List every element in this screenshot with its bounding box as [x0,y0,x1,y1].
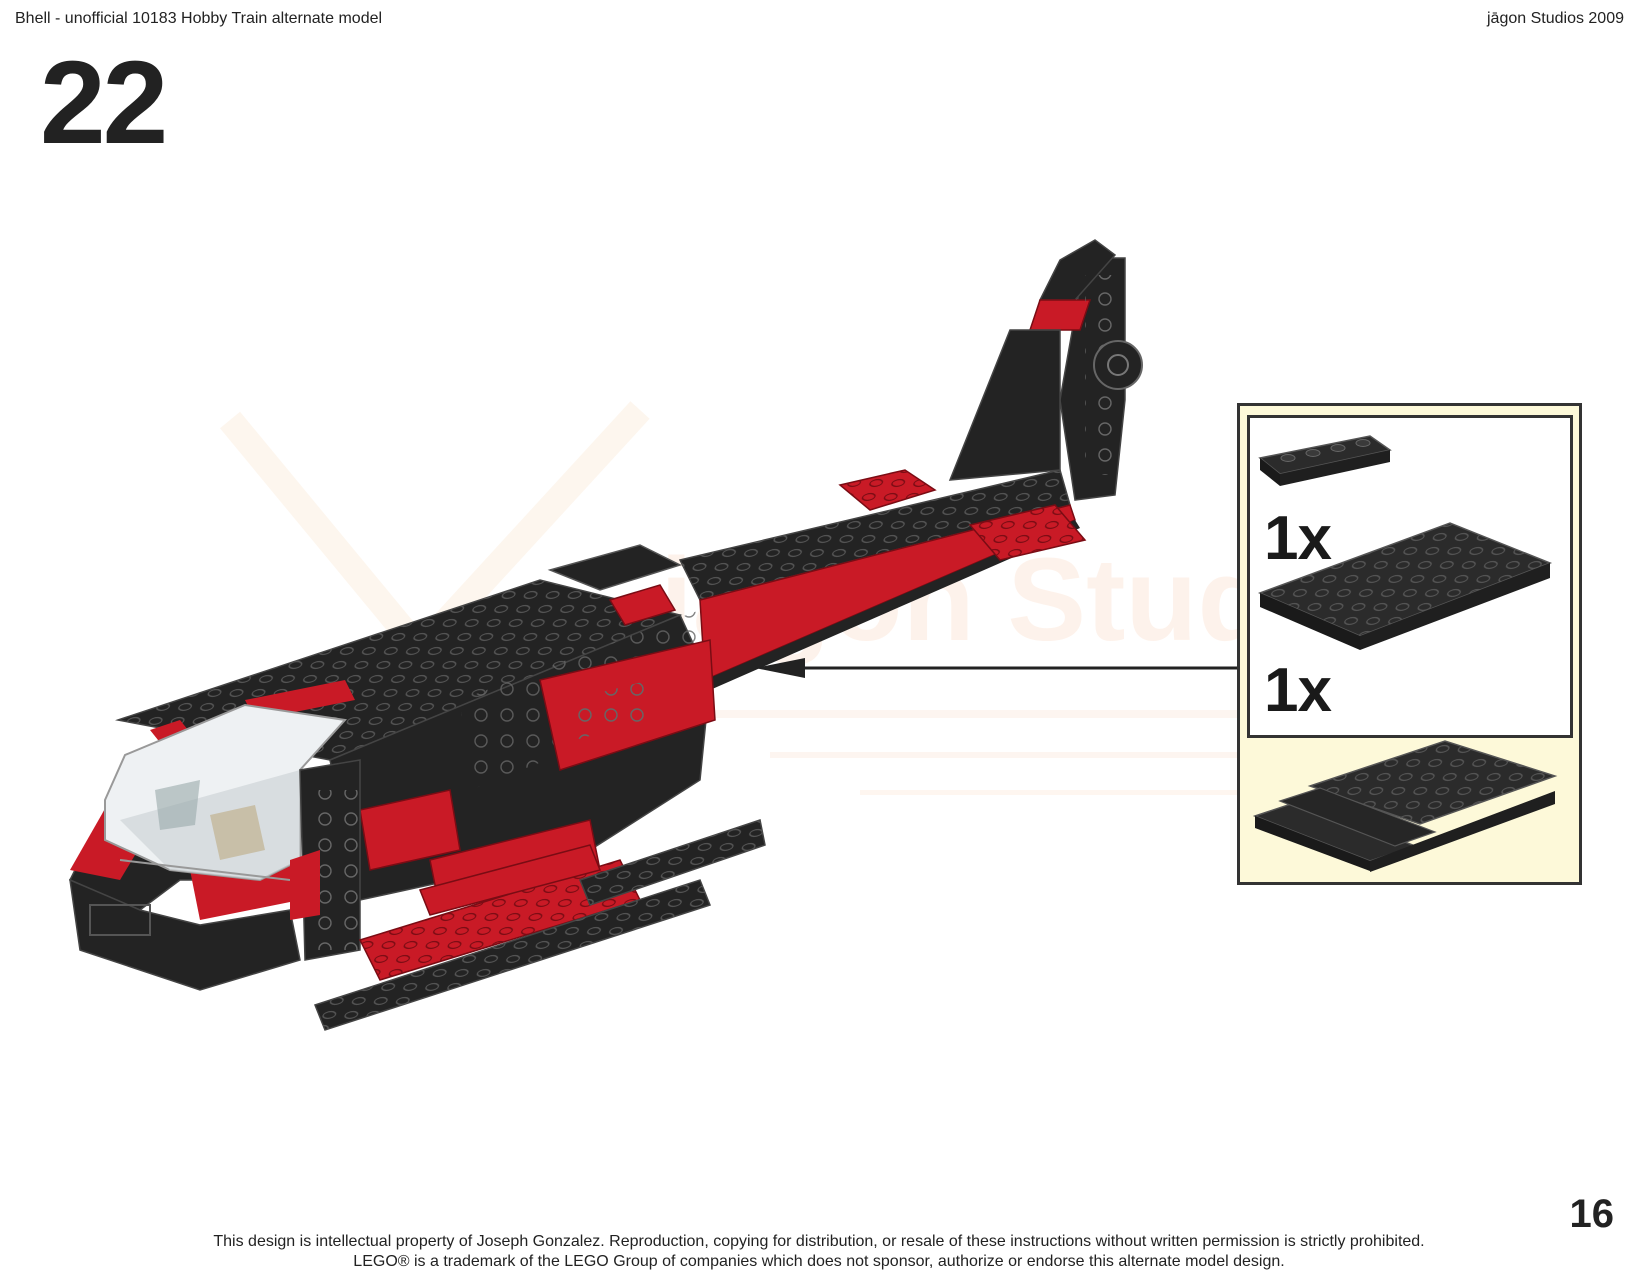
part-quantity: 1x [1264,504,1332,573]
parts-callout: 1x 1x [1237,403,1582,885]
studio-credit: jāgon Studios 2009 [1487,10,1624,27]
document-title: Bhell - unofficial 10183 Hobby Train alt… [15,10,383,27]
cabin-front-panel [290,759,361,961]
tail-boom [678,469,1087,690]
step-number: 22 [40,37,168,169]
attach-arrow [755,658,1237,678]
cockpit [68,703,347,991]
copyright-notice: This design is intellectual property of … [213,1233,1425,1250]
black-plate-4x8-icon [1257,522,1553,650]
legal-footer: This design is intellectual property of … [0,1232,1650,1272]
page-number: 16 [1569,1192,1615,1236]
trademark-notice: LEGO® is a trademark of the LEGO Group o… [353,1253,1285,1270]
black-plate-subassembly-icon [1252,740,1558,872]
part-quantity: 1x [1264,656,1332,725]
parts-list: 1x 1x [1247,415,1573,738]
tail-fin [948,239,1143,501]
black-plate-1x4-icon [1258,435,1392,486]
landing-skids [314,819,766,1031]
